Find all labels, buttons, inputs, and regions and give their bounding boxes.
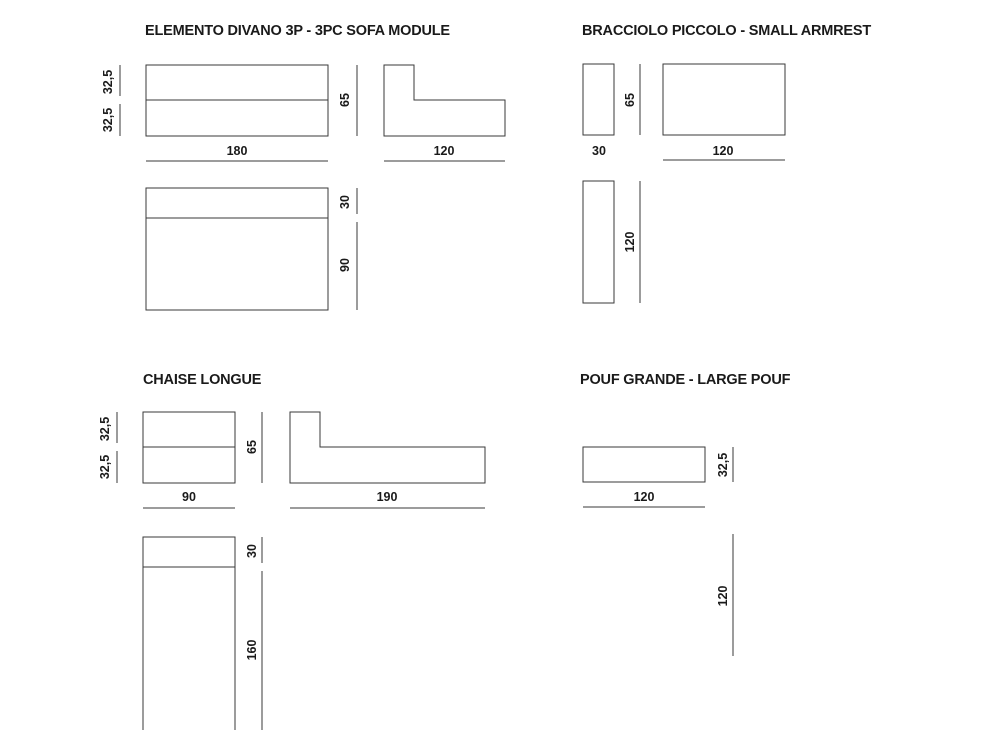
small-armrest-width-label: 30 [592, 144, 606, 158]
large-pouf-title: POUF GRANDE - LARGE POUF [580, 372, 791, 388]
chaise-longue-title: CHAISE LONGUE [143, 372, 262, 388]
small-armrest-depth-label: 120 [713, 144, 734, 158]
small-armrest-section: BRACCIOLO PICCOLO - SMALL ARMREST 65 30 … [582, 23, 872, 304]
large-pouf-depth-label: 120 [716, 586, 730, 607]
chaise-longue-top-view: 30 160 [142, 536, 263, 730]
chaise-longue-seat-depth-label: 160 [245, 640, 259, 661]
large-pouf-top-view: 120 [716, 534, 734, 656]
small-armrest-front-view: 65 30 [582, 63, 641, 158]
sofa-module-top-view: 30 90 [145, 187, 358, 311]
large-pouf-front-view: 32,5 120 [582, 446, 734, 508]
chaise-longue-side-view: 65 190 [245, 411, 486, 509]
sofa-module-title: ELEMENTO DIVANO 3P - 3PC SOFA MODULE [145, 23, 450, 39]
sofa-module-top-outline [145, 187, 329, 311]
chaise-longue-back-depth-label: 30 [245, 544, 259, 558]
sofa-module-section: ELEMENTO DIVANO 3P - 3PC SOFA MODULE 32,… [101, 23, 506, 311]
large-pouf-front-outline [582, 446, 706, 483]
chaise-longue-width-label: 90 [182, 490, 196, 504]
small-armrest-height-label: 65 [623, 93, 637, 107]
chaise-longue-upper-height-label: 32,5 [98, 417, 112, 441]
sofa-module-upper-height-label: 32,5 [101, 70, 115, 94]
small-armrest-length-label: 120 [623, 232, 637, 253]
sofa-module-front-view: 32,5 32,5 180 [101, 64, 329, 162]
small-armrest-side-outline [662, 63, 786, 136]
small-armrest-front-outline [582, 63, 615, 136]
large-pouf-width-label: 120 [634, 490, 655, 504]
sofa-module-width-label: 180 [227, 144, 248, 158]
chaise-longue-top-outline [142, 536, 236, 730]
chaise-longue-side-outline [289, 411, 486, 484]
sofa-module-side-height-label: 65 [338, 93, 352, 107]
chaise-longue-side-height-label: 65 [245, 440, 259, 454]
small-armrest-side-view: 120 [662, 63, 786, 161]
sofa-module-lower-height-label: 32,5 [101, 108, 115, 132]
chaise-longue-front-view: 32,5 32,5 90 [98, 411, 236, 509]
sofa-module-depth-label: 120 [434, 144, 455, 158]
chaise-longue-section: CHAISE LONGUE 32,5 32,5 90 65 190 30 [98, 372, 486, 730]
chaise-longue-depth-label: 190 [377, 490, 398, 504]
small-armrest-top-view: 120 [582, 180, 641, 304]
sofa-module-side-outline [383, 64, 506, 137]
sofa-module-seat-depth-label: 90 [338, 258, 352, 272]
small-armrest-top-outline [582, 180, 615, 304]
large-pouf-height-label: 32,5 [716, 453, 730, 477]
sofa-module-side-view: 65 120 [338, 64, 506, 162]
chaise-longue-lower-height-label: 32,5 [98, 455, 112, 479]
large-pouf-section: POUF GRANDE - LARGE POUF 32,5 120 120 [580, 372, 791, 656]
small-armrest-title: BRACCIOLO PICCOLO - SMALL ARMREST [582, 23, 871, 39]
sofa-module-back-depth-label: 30 [338, 195, 352, 209]
